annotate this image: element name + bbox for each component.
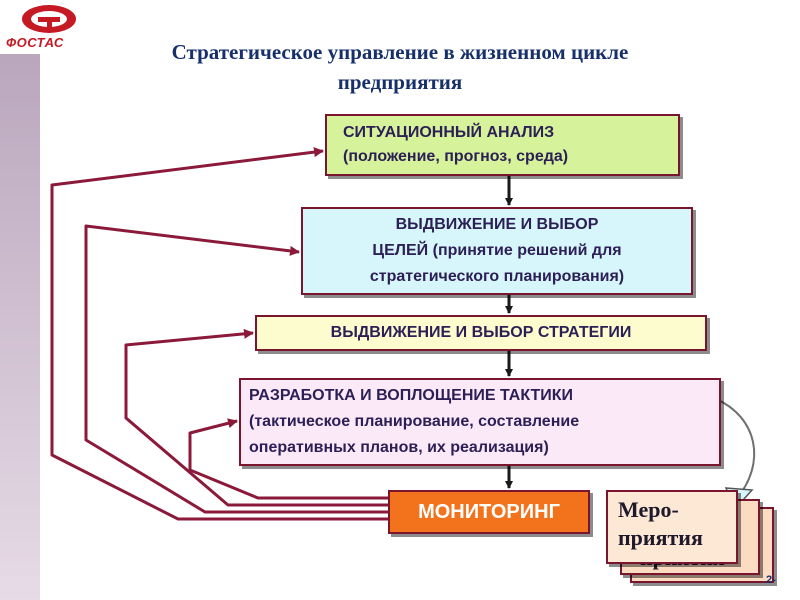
step-monitoring: МОНИТОРИНГ [388, 490, 590, 534]
page-number: 2- [766, 574, 776, 586]
measures-curve-arrow [707, 395, 756, 494]
feedback-line-tactics [188, 418, 388, 500]
company-logo: ФОСТАС [0, 0, 96, 54]
step-situational-analysis: СИТУАЦИОННЫЙ АНАЛИЗ (положение, прогноз,… [325, 114, 680, 176]
slide-title: Стратегическое управление в жизненном ци… [100, 37, 700, 97]
step-strategy-selection: ВЫДВИЖЕНИЕ И ВЫБОР СТРАТЕГИИ [255, 315, 707, 351]
step-goal-selection-line3: стратегического планирования) [369, 268, 625, 285]
logo-emblem-icon [22, 5, 76, 33]
feedback-line-strategy [124, 328, 388, 507]
step-goal-selection-line2: ЦЕЛЕЙ (принятие решений для [372, 242, 622, 259]
slide-title-line1: Стратегическое управление в жизненном ци… [171, 40, 629, 64]
feedback-line-goals [84, 224, 388, 514]
slide-title-line2: предприятия [337, 70, 463, 94]
feedback-line-situation [50, 147, 388, 521]
measures-line1: Меро- [618, 497, 679, 522]
step-situational-analysis-line2: (положение, прогноз, среда) [343, 148, 569, 165]
step-tactics-implementation-line2: (тактическое планирование, составление [249, 413, 580, 430]
logo-text: ФОСТАС [6, 35, 64, 50]
measures-line2: приятия [618, 525, 703, 550]
step-goal-selection-line1: ВЫДВИЖЕНИЕ И ВЫБОР [395, 216, 599, 233]
step-monitoring-label: МОНИТОРИНГ [418, 500, 560, 523]
step-goal-selection: ВЫДВИЖЕНИЕ И ВЫБОР ЦЕЛЕЙ (принятие решен… [301, 207, 693, 295]
left-decor-strip [0, 0, 40, 600]
step-strategy-selection-line1: ВЫДВИЖЕНИЕ И ВЫБОР СТРАТЕГИИ [330, 324, 632, 341]
step-situational-analysis-line1: СИТУАЦИОННЫЙ АНАЛИЗ [343, 124, 555, 141]
step-tactics-implementation-line1: РАЗРАБОТКА И ВОПЛОЩЕНИЕ ТАКТИКИ [249, 387, 574, 404]
step-tactics-implementation-line3: оперативных планов, их реализация) [249, 439, 549, 456]
step-tactics-implementation: РАЗРАБОТКА И ВОПЛОЩЕНИЕ ТАКТИКИ (тактиче… [239, 378, 721, 466]
measures-card-front: Меро- приятия [606, 490, 738, 564]
